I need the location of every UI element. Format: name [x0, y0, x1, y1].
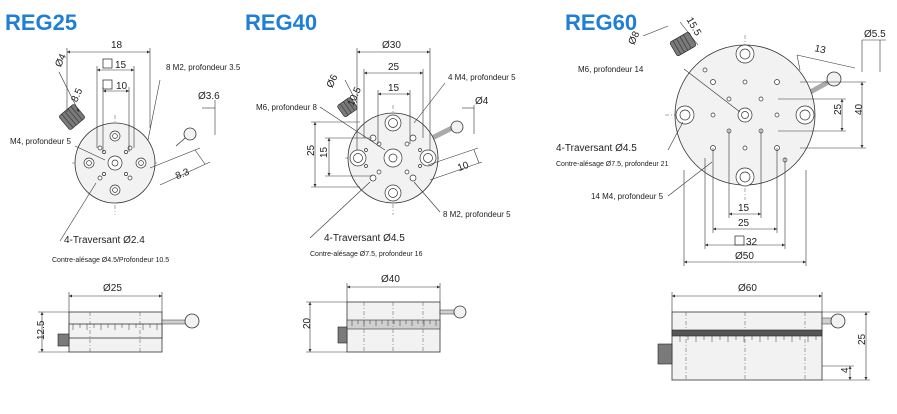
reg40-dim-phi6: Ø6	[325, 73, 341, 90]
reg40-note-traversant: 4-Traversant Ø4.5	[324, 233, 405, 244]
reg60-side-body	[671, 311, 823, 381]
reg25-side-knob-icon	[57, 333, 70, 347]
reg40-side-ball-icon	[453, 305, 467, 319]
reg25-dim-8-3: 8.3	[174, 167, 191, 183]
reg40-title: REG40	[245, 10, 317, 35]
reg60-dim-phi50: Ø50	[735, 251, 754, 262]
reg25-dim-phi25: Ø25	[103, 283, 122, 294]
reg60-note-m4: 14 M4, profondeur 5	[591, 192, 664, 201]
reg60-title: REG60	[565, 10, 637, 35]
reg40-note-m4: 4 M4, profondeur 5	[448, 73, 516, 82]
reg60-dim-sq32: 32	[746, 237, 758, 248]
reg40-dim-v25: 25	[306, 144, 317, 156]
reg25-dim-8-5: 8.5	[69, 86, 85, 104]
reg60-dim-v25: 25	[833, 103, 844, 115]
reg60-dim-v40: 40	[854, 103, 865, 115]
reg40-side-view: Ø40 20	[302, 274, 467, 353]
reg60-side-ball-icon	[830, 313, 846, 329]
reg25-dim-18: 18	[111, 40, 123, 51]
reg40-dim-v15: 15	[319, 146, 330, 158]
reg25-title: REG25	[5, 10, 77, 35]
reg60-side-view: Ø60 25 4	[657, 283, 870, 381]
reg60-dim-4: 4	[840, 367, 851, 373]
reg25-note-m4: M4, profondeur 5	[10, 137, 71, 146]
reg25-dim-sq10: 10	[116, 81, 128, 92]
reg60-dim-25: 25	[738, 218, 750, 229]
reg25-dim-sq15: 15	[115, 60, 127, 71]
reg40-dim-15: 15	[388, 83, 400, 94]
reg60-top-view	[665, 32, 842, 200]
reg40-dim-10: 10	[456, 160, 471, 174]
reg25-dim-phi4: Ø4	[53, 52, 69, 69]
reg40-lock-ball-icon	[450, 120, 464, 134]
reg40-dim-25: 25	[388, 62, 400, 73]
reg40-note-m2: 8 M2, profondeur 5	[443, 210, 511, 219]
reg60-dim-13: 13	[813, 43, 827, 56]
reg25-side-ball-icon	[184, 313, 200, 329]
reg40-knob-icon	[337, 97, 358, 118]
reg25-note-m2: 8 M2, profondeur 3.5	[166, 63, 241, 72]
reg60-dim-phi8: Ø8	[627, 29, 643, 46]
reg60-note-traversant: 4-Traversant Ø4.5	[556, 143, 637, 154]
reg40-note-contre: Contre-alésage Ø7.5, profondeur 16	[310, 251, 423, 258]
reg40-top-view	[337, 97, 464, 215]
reg60-knob-icon	[669, 32, 697, 56]
reg40-dim-phi30: Ø30	[382, 40, 401, 51]
reg60-group: REG60 Ø8 15.5	[556, 10, 886, 381]
reg40-dim-10-5: 10.5	[346, 85, 364, 108]
reg40-side-knob-icon	[337, 326, 348, 344]
reg60-side-knob-icon	[657, 343, 673, 365]
reg40-dim-phi4: Ø4	[475, 96, 489, 107]
reg25-note-contre: Contre-alésage Ø4.5/Profondeur 10.5	[52, 257, 169, 264]
reg40-dim-phi40: Ø40	[381, 274, 400, 285]
reg60-dim-25-side: 25	[857, 333, 868, 345]
reg25-lock-ball-icon	[183, 127, 197, 141]
reg25-dim-phi3-6: Ø3.6	[198, 91, 220, 102]
reg25-top-view	[59, 104, 197, 215]
reg60-lock-ball-icon	[826, 71, 842, 87]
reg25-group: REG25 18	[5, 10, 241, 353]
reg25-note-traversant: 4-Traversant Ø2.4	[64, 235, 145, 246]
reg25-knob-icon	[59, 104, 85, 130]
reg60-note-contre: Contre-alésage Ø7.5, profondeur 21	[556, 161, 669, 168]
reg40-group: REG40 Ø30 25	[245, 10, 516, 353]
reg60-note-m6: M6, profondeur 14	[578, 65, 644, 74]
reg40-note-m6: M6, profondeur 8	[256, 103, 317, 112]
reg25-dim-12-5: 12.5	[36, 320, 47, 340]
reg60-dim-phi5-5: Ø5.5	[864, 29, 886, 40]
reg60-dim-phi60: Ø60	[738, 283, 757, 294]
reg60-dim-15: 15	[738, 203, 750, 214]
reg40-dim-20: 20	[302, 317, 313, 329]
reg25-side-view: Ø25 12.5	[36, 283, 200, 353]
